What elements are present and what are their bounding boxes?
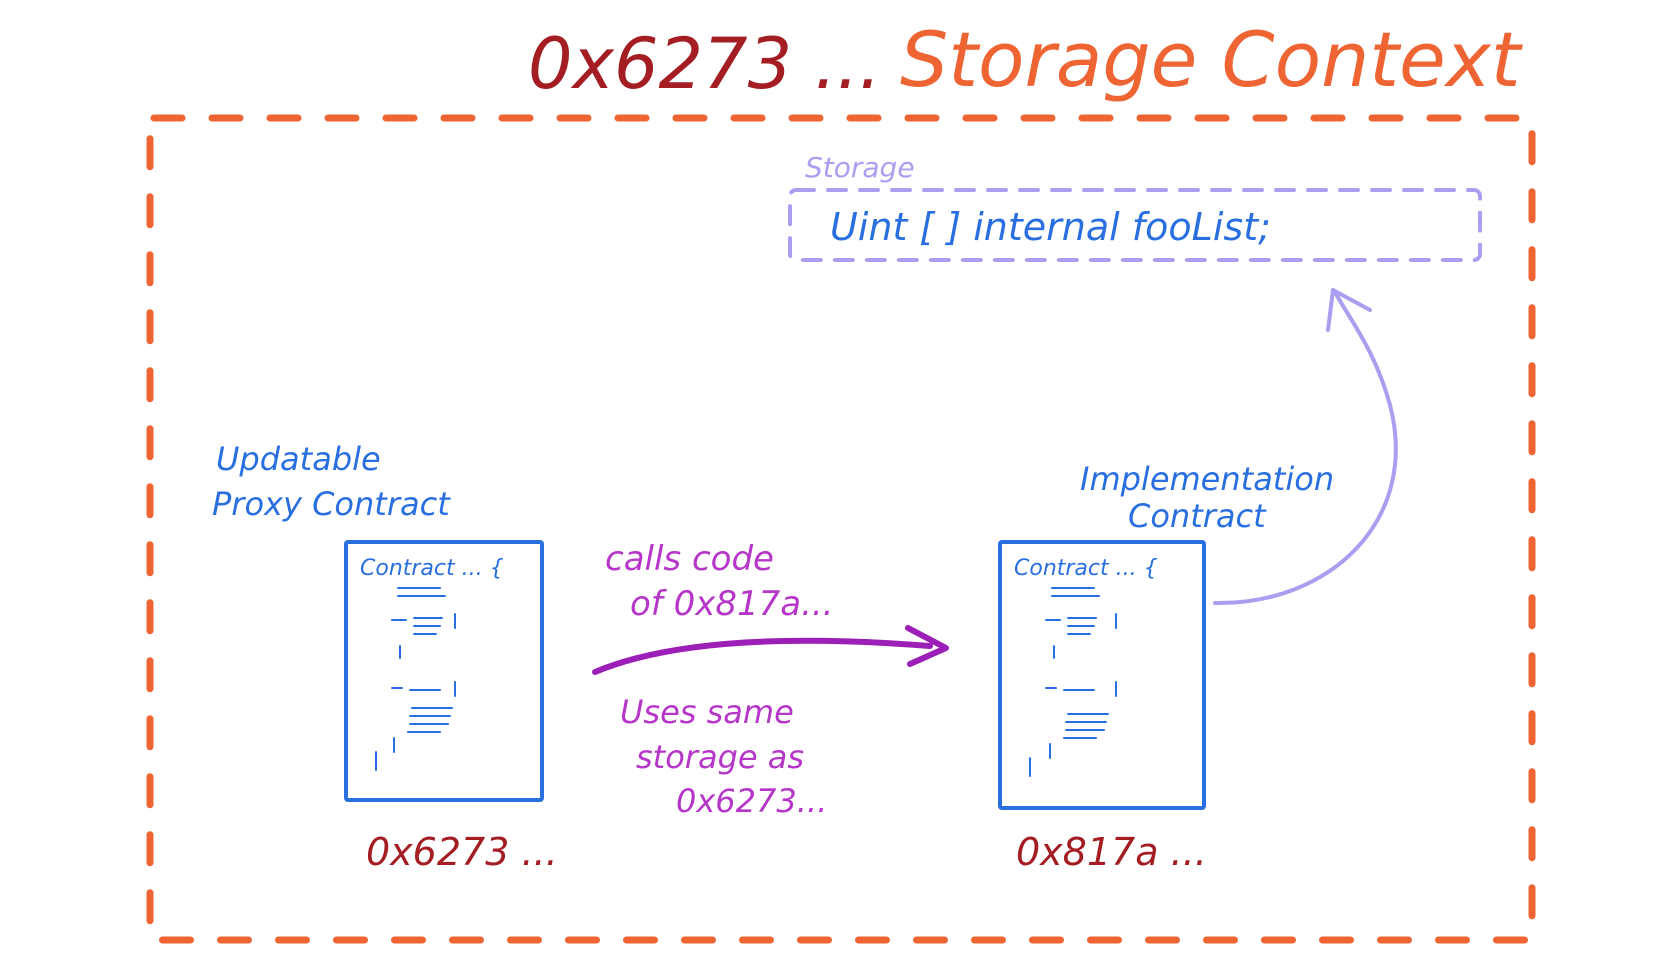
implementation-contract-document: Contract ... { (998, 540, 1206, 810)
implementation-code-header: Contract ... { (1014, 556, 1158, 581)
proxy-contract-document: Contract ... { (344, 540, 544, 802)
storage-note-line1: Uses same (620, 693, 794, 731)
implementation-label-line1: Implementation (1080, 460, 1334, 498)
storage-declaration: Uint [ ] internal fooList; (830, 205, 1271, 249)
implementation-address: 0x817a ... (1016, 830, 1207, 874)
storage-note-line3: 0x6273... (676, 782, 827, 820)
title-label: Storage Context (900, 15, 1524, 104)
storage-box (788, 188, 1482, 262)
proxy-label-line1: Updatable (216, 440, 381, 478)
proxy-code-header: Contract ... { (360, 556, 504, 581)
call-arrow-text-line1: calls code (605, 539, 774, 579)
call-arrow (592, 625, 949, 675)
call-arrow-text-line2: of 0x817a... (630, 584, 834, 624)
proxy-label-line2: Proxy Contract (212, 485, 451, 523)
implementation-label-line2: Contract (1128, 497, 1267, 535)
implementation-storage-arrow (1213, 288, 1398, 606)
proxy-address: 0x6273 ... (366, 830, 558, 874)
title-address: 0x6273 ... (528, 23, 881, 105)
storage-label: Storage (805, 151, 915, 184)
storage-note-line2: storage as (636, 738, 804, 776)
